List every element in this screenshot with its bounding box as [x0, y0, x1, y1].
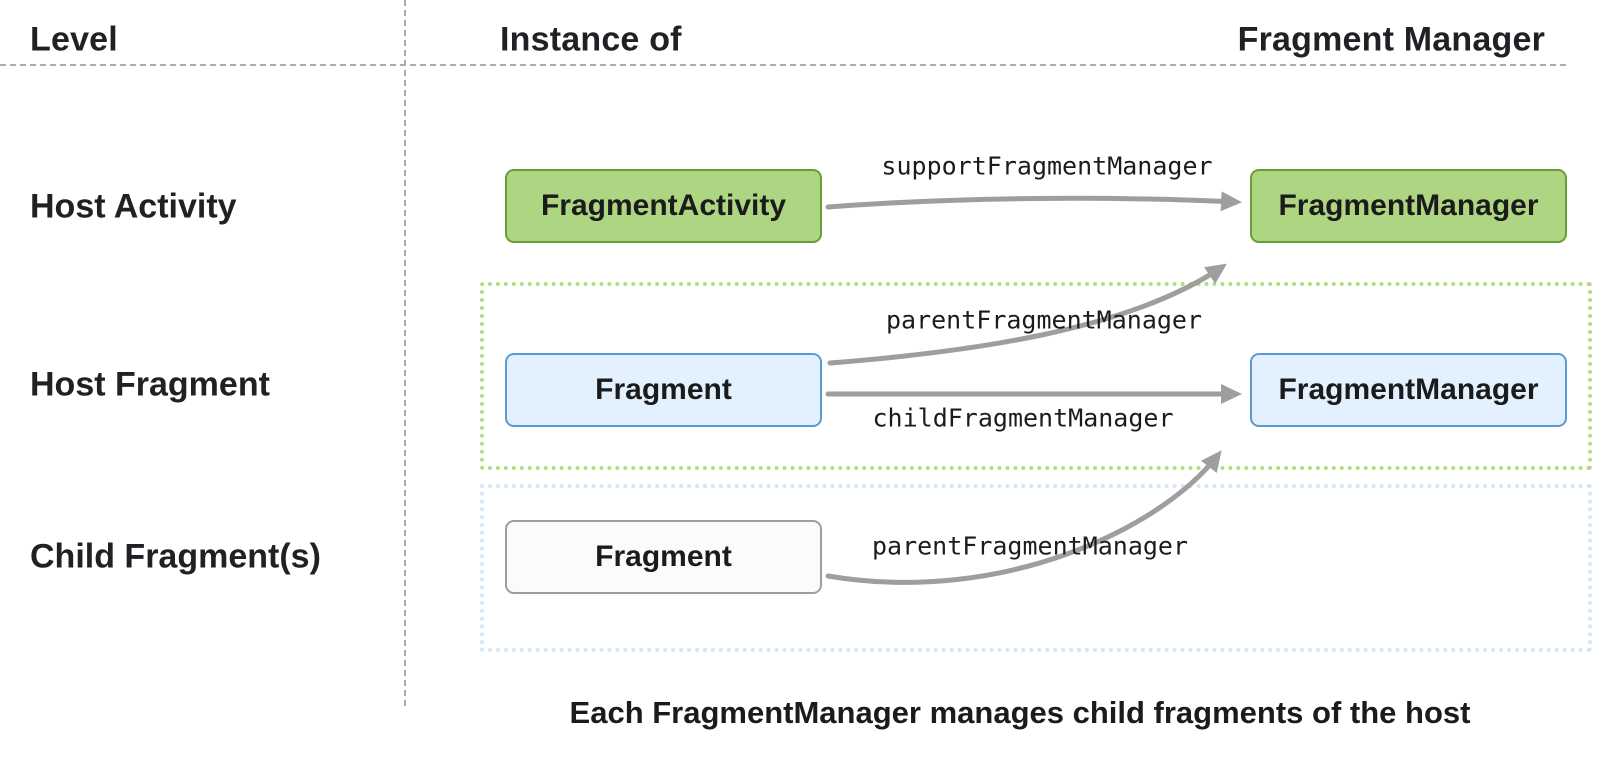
column-header-fragment-manager: Fragment Manager [1237, 20, 1545, 59]
arrow-support-fragment-manager [825, 191, 1242, 212]
row-label-host-fragment: Host Fragment [30, 365, 270, 404]
row-label-host-activity: Host Activity [30, 187, 237, 226]
column-header-level: Level [30, 20, 118, 59]
edge-label-parent-fragment-manager-child: parentFragmentManager [871, 531, 1189, 561]
node-fragment-activity: FragmentActivity [505, 169, 822, 243]
node-host-fragment-manager: FragmentManager [1250, 353, 1567, 427]
node-child-fragment: Fragment [505, 520, 822, 594]
edge-label-child-fragment-manager: childFragmentManager [872, 403, 1174, 433]
edge-label-support-fragment-manager: supportFragmentManager [881, 151, 1213, 181]
column-header-instance-of: Instance of [500, 20, 682, 59]
node-host-fragment: Fragment [505, 353, 822, 427]
header-divider-dashed-line [0, 64, 1566, 66]
node-activity-fragment-manager: FragmentManager [1250, 169, 1567, 243]
diagram-caption: Each FragmentManager manages child fragm… [569, 695, 1471, 730]
level-column-divider-dashed-line [404, 0, 406, 706]
edge-label-parent-fragment-manager-host: parentFragmentManager [885, 305, 1203, 335]
row-label-child-fragment: Child Fragment(s) [30, 537, 321, 576]
